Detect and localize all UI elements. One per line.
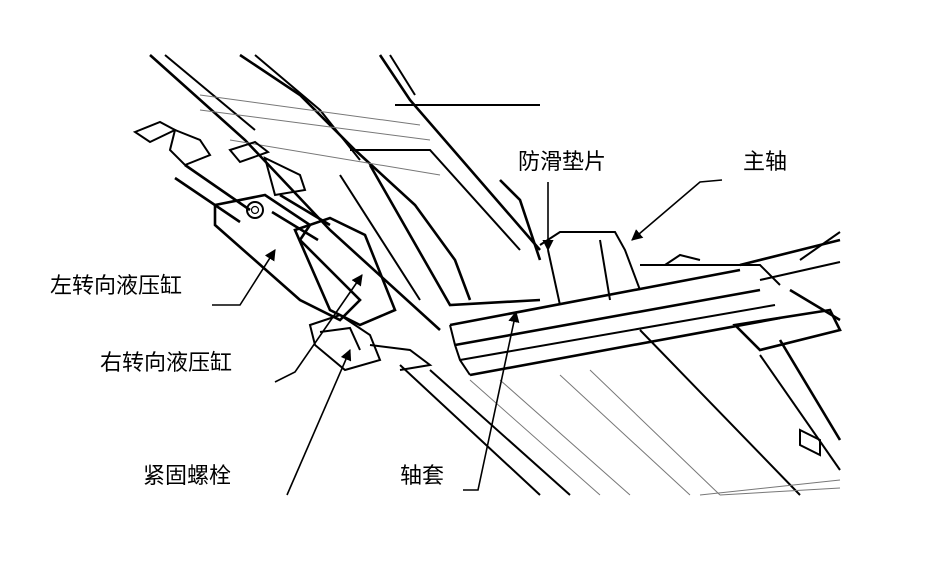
- shaft-assembly: [449, 231, 781, 377]
- label-left-steering-cylinder: 左转向液压缸: [50, 274, 183, 299]
- steering-arm: [339, 54, 542, 307]
- label-shaft-sleeve: 轴套: [400, 464, 445, 489]
- lower-frame-rails: [399, 364, 631, 496]
- label-anti-slip-pad: 防滑垫片: [518, 150, 607, 175]
- leader-lines: [212, 179, 723, 496]
- hydraulic-cylinders: [132, 120, 433, 372]
- upper-frame-rails: [149, 53, 472, 331]
- label-right-steering-cylinder: 右转向液压缸: [100, 351, 233, 376]
- right-frame: [559, 231, 842, 496]
- label-fastening-bolt: 紧固螺栓: [143, 464, 232, 489]
- label-main-shaft: 主轴: [743, 150, 788, 175]
